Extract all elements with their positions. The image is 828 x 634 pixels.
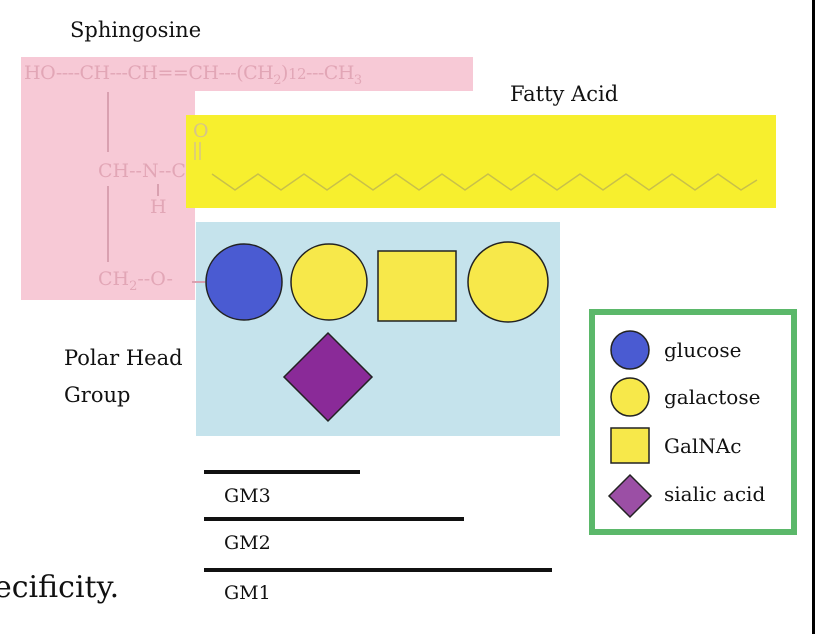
chain-head: HO----CH---CH==CH---(CH — [24, 62, 274, 84]
legend-glucose-icon — [610, 330, 650, 370]
legend-glucose-label: glucose — [664, 338, 742, 362]
polar-head-label-line2: Group — [64, 383, 131, 407]
chain-n: 12 — [287, 65, 307, 83]
gm2-text: GM2 — [224, 532, 271, 554]
sphingosine-title: Sphingosine — [70, 18, 202, 42]
gm1-label: GM1 — [224, 582, 271, 604]
sphingosine-chain-formula: HO----CH---CH==CH---(CH2)12---CH3 — [24, 62, 362, 88]
legend-border — [589, 309, 797, 535]
fatty-acid-title: Fatty Acid — [510, 82, 619, 106]
ch2-b: --O- — [137, 268, 173, 290]
sialic-acid-diamond — [282, 331, 374, 423]
carbonyl-oxygen: O — [193, 120, 209, 142]
polar-head-label-line1: Polar Head — [64, 346, 183, 370]
legend-galactose-icon — [610, 377, 650, 417]
glucose-circle — [205, 243, 283, 321]
legend-galactose-label: galactose — [664, 385, 761, 409]
chain-tail: ---CH — [306, 62, 354, 84]
galactose-circle-1 — [290, 243, 368, 321]
chain-sub2: 2 — [273, 72, 282, 88]
ch2-sub: 2 — [129, 278, 138, 294]
right-edge-divider — [812, 0, 815, 634]
legend-galnac-icon — [610, 427, 650, 464]
gm3-text: GM3 — [224, 485, 271, 507]
legend-sialic-label: sialic acid — [664, 482, 766, 506]
fatty-acid-zigzag — [211, 173, 758, 191]
partial-background-text-cutoff — [118, 620, 378, 634]
gm3-label: GM3 — [224, 485, 271, 507]
chain-mid: ) — [281, 62, 288, 84]
legend-sialic-icon — [607, 473, 653, 519]
amide-row: CH--N--C — [98, 160, 186, 182]
sphingosine-region — [21, 57, 473, 91]
gm2-label: GM2 — [224, 532, 271, 554]
galnac-square — [377, 250, 457, 322]
chain-sub3: 3 — [353, 72, 362, 88]
legend-galnac-label: GalNAc — [664, 434, 742, 458]
gm1-text: GM1 — [224, 582, 271, 604]
amide-hydrogen: H — [150, 196, 167, 218]
fatty-acid-region — [186, 115, 776, 208]
ch2-a: CH — [98, 268, 130, 290]
ch2-o-row: CH2--O- — [98, 268, 173, 294]
galactose-circle-2 — [467, 241, 549, 323]
partial-background-text: ecificity. — [0, 570, 120, 605]
